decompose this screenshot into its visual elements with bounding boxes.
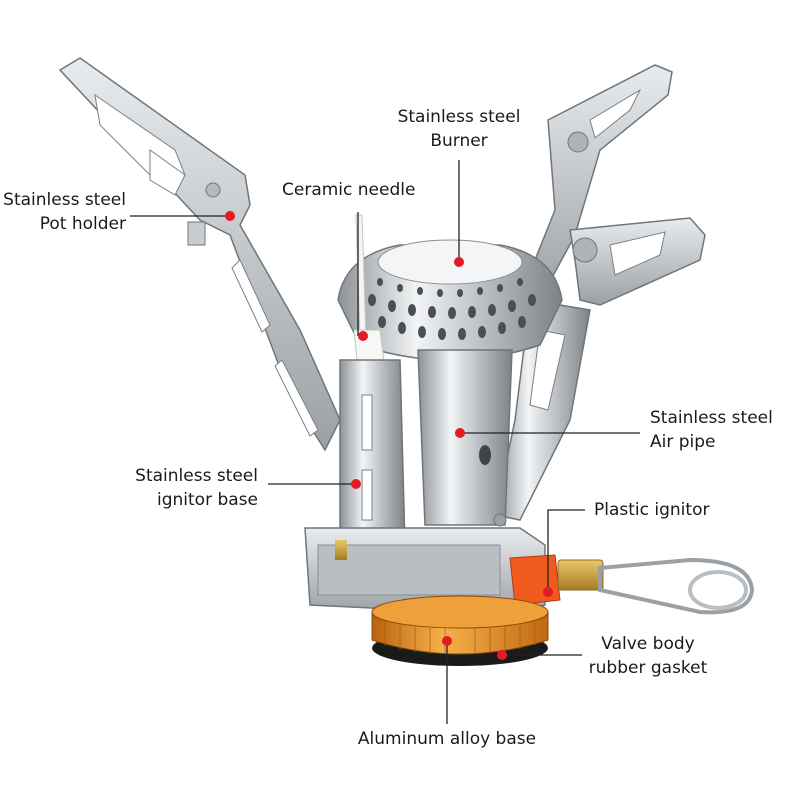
label-ceramic-needle: Ceramic needle <box>282 178 415 202</box>
label-gasket: Valve body rubber gasket <box>578 632 718 680</box>
label-burner-line1: Stainless steel <box>397 107 521 127</box>
marker-burner <box>454 257 464 267</box>
marker-ceramic-needle <box>358 331 368 341</box>
marker-pot-holder <box>225 211 235 221</box>
label-ignitor-base-line2: ignitor base <box>157 490 258 510</box>
label-air-pipe: Stainless steel Air pipe <box>650 406 773 454</box>
label-aluminum-base: Aluminum alloy base <box>342 727 552 751</box>
label-plastic-ignitor: Plastic ignitor <box>594 498 709 522</box>
aluminum-alloy-base <box>371 595 549 666</box>
label-burner-line2: Burner <box>430 131 488 151</box>
label-air-pipe-line1: Stainless steel <box>650 408 773 428</box>
label-pot-holder: Stainless steel Pot holder <box>0 188 126 236</box>
label-ceramic-needle-line1: Ceramic needle <box>282 180 416 200</box>
marker-gasket <box>497 650 507 660</box>
label-ignitor-base: Stainless steel ignitor base <box>100 464 258 512</box>
label-aluminum-base-line1: Aluminum alloy base <box>357 729 537 749</box>
label-pot-holder-line1: Stainless steel <box>3 190 126 210</box>
marker-plastic-ignitor <box>543 587 553 597</box>
burner-head <box>337 239 563 361</box>
label-gasket-line2: rubber gasket <box>588 658 708 678</box>
right-pot-holder-arms <box>494 64 706 521</box>
markers <box>225 211 553 660</box>
label-gasket-line1: Valve body <box>601 634 695 654</box>
left-pot-holder-arm <box>58 57 341 452</box>
marker-aluminum-base <box>442 636 452 646</box>
air-pipe <box>417 349 513 527</box>
leader-lines <box>130 160 640 724</box>
plastic-ignitor <box>509 554 561 606</box>
marker-ignitor-base <box>351 479 361 489</box>
label-ignitor-base-line1: Stainless steel <box>135 466 258 486</box>
label-pot-holder-line2: Pot holder <box>39 214 126 234</box>
label-burner: Stainless steel Burner <box>384 105 534 153</box>
control-valve-knob <box>557 557 755 615</box>
marker-air-pipe <box>455 428 465 438</box>
label-plastic-ignitor-line1: Plastic ignitor <box>594 500 710 520</box>
leader-line-plastic-ignitor <box>547 509 585 592</box>
label-air-pipe-line2: Air pipe <box>650 432 716 452</box>
valve-body <box>304 527 546 616</box>
